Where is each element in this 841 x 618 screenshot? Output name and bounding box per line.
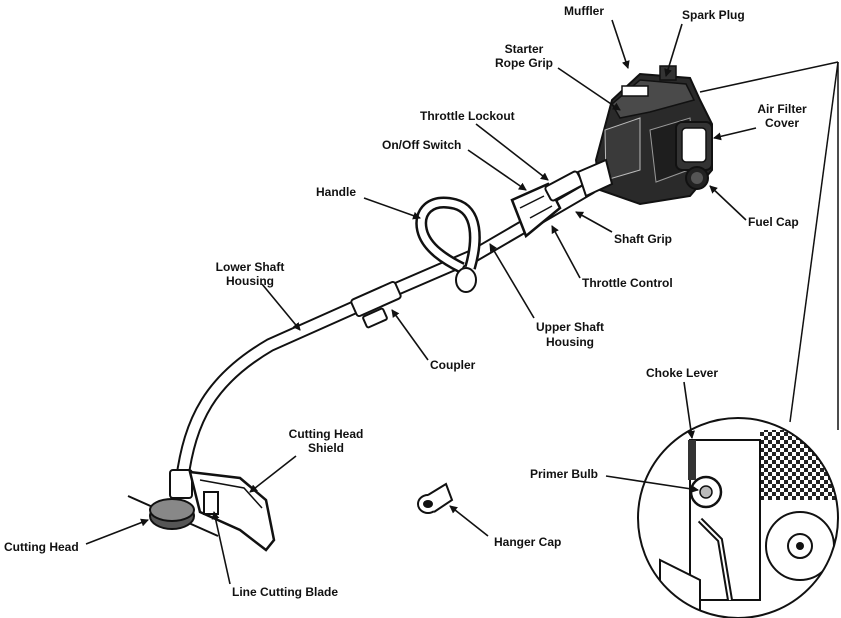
label-cutting-head-shield-line2: Shield bbox=[307, 441, 344, 455]
label-muffler: Muffler bbox=[564, 4, 604, 18]
label-choke-lever: Choke Lever bbox=[646, 366, 719, 380]
coupler-part bbox=[350, 280, 402, 329]
engine bbox=[576, 65, 713, 206]
label-line-cutting-blade: Line Cutting Blade bbox=[232, 585, 338, 599]
label-cutting-head: Cutting Head bbox=[4, 540, 79, 554]
lower-shaft bbox=[175, 181, 597, 487]
label-handle: Handle bbox=[316, 185, 357, 199]
label-shaft-grip: Shaft Grip bbox=[614, 232, 673, 246]
label-starter-rope-grip-line1: Starter bbox=[504, 42, 544, 56]
label-starter-rope-grip-line2: Rope Grip bbox=[494, 56, 553, 70]
cutting-assembly bbox=[127, 469, 276, 552]
label-lower-shaft-housing-line2: Housing bbox=[226, 274, 274, 288]
label-upper-shaft-housing-line1: Upper Shaft bbox=[535, 320, 604, 334]
label-cutting-head-shield-line1: Cutting Head bbox=[288, 427, 364, 441]
label-throttle-lockout: Throttle Lockout bbox=[420, 109, 515, 123]
label-upper-shaft-housing-line2: Housing bbox=[546, 335, 594, 349]
label-primer-bulb: Primer Bulb bbox=[530, 467, 599, 481]
label-air-filter-cover-line1: Air Filter bbox=[757, 102, 807, 116]
label-fuel-cap: Fuel Cap bbox=[748, 215, 799, 229]
leader-lines bbox=[85, 19, 757, 585]
handle-part bbox=[415, 196, 481, 293]
label-lower-shaft-housing-line1: Lower Shaft bbox=[215, 260, 285, 274]
label-throttle-control: Throttle Control bbox=[582, 276, 673, 290]
label-air-filter-cover-line2: Cover bbox=[764, 116, 799, 130]
hanger-cap-part bbox=[417, 482, 454, 514]
label-hanger-cap: Hanger Cap bbox=[494, 535, 562, 549]
label-coupler: Coupler bbox=[430, 358, 476, 372]
choke-detail-inset bbox=[637, 61, 839, 618]
label-on-off-switch: On/Off Switch bbox=[382, 138, 462, 152]
label-spark-plug: Spark Plug bbox=[682, 8, 745, 22]
